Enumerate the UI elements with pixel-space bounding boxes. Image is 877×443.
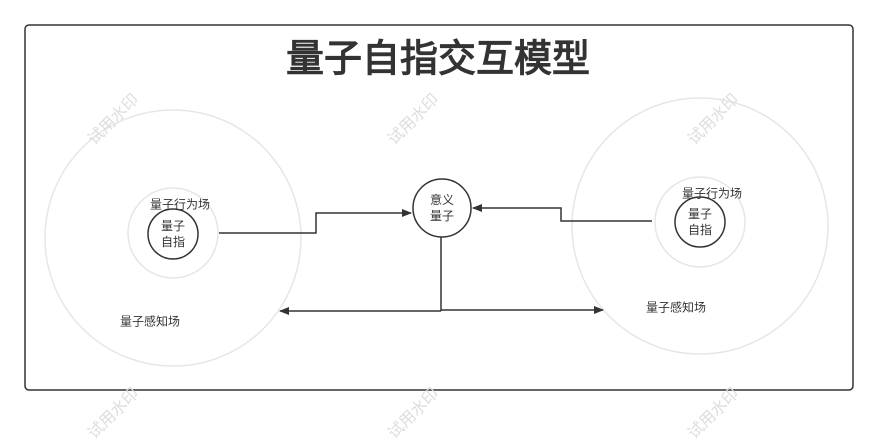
left-behavior-field <box>127 187 219 279</box>
right-to-center-arrow <box>472 204 652 222</box>
right-node-line-1: 量子 <box>687 207 713 221</box>
frame <box>24 24 854 391</box>
left-perception-field-label: 量子感知场 <box>119 314 181 329</box>
center-node-label: 意义量子 <box>430 192 454 224</box>
diagram-title: 量子自指交互模型 <box>285 36 591 81</box>
right-node-line-2: 自指 <box>687 223 713 237</box>
diagram-canvas <box>24 24 854 391</box>
right-behavior-field-label: 量子行为场 <box>681 186 743 201</box>
left-node-line-2: 自指 <box>160 235 186 249</box>
left-node-label: 量子自指 <box>161 218 185 250</box>
right-self-reference-node[interactable] <box>674 196 726 248</box>
left-self-reference-node[interactable] <box>147 208 199 260</box>
center-node-line-2: 量子 <box>429 209 455 223</box>
right-perception-field <box>571 97 829 355</box>
meaning-quantum-node[interactable] <box>412 178 472 238</box>
left-node-line-1: 量子 <box>160 219 186 233</box>
right-behavior-field <box>654 176 746 268</box>
left-to-center-arrow <box>219 209 412 234</box>
left-behavior-field-label: 量子行为场 <box>149 197 211 212</box>
right-node-label: 量子自指 <box>688 206 712 238</box>
left-perception-field <box>44 109 302 367</box>
right-perception-field-label: 量子感知场 <box>645 300 707 315</box>
center-node-line-1: 意义 <box>429 193 455 207</box>
